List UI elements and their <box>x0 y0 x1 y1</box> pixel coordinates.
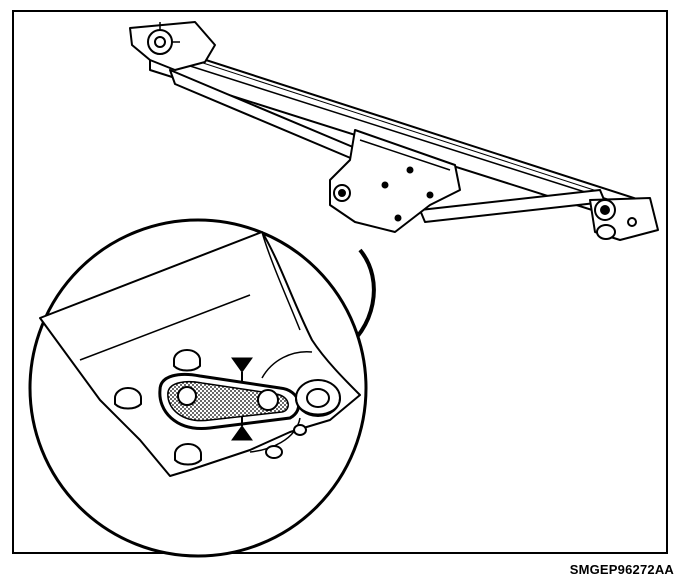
link-ball-joint <box>295 379 341 417</box>
bolt-left <box>114 387 142 410</box>
wiper-link-assembly <box>129 21 659 241</box>
alignment-arrows <box>231 357 253 441</box>
figure-code: SMGEP96272AA <box>569 562 674 577</box>
bolt-upper <box>173 349 201 372</box>
motor-crank-arm <box>158 372 301 430</box>
bolt-lower <box>174 443 202 466</box>
motor-mount-detail <box>39 231 361 477</box>
